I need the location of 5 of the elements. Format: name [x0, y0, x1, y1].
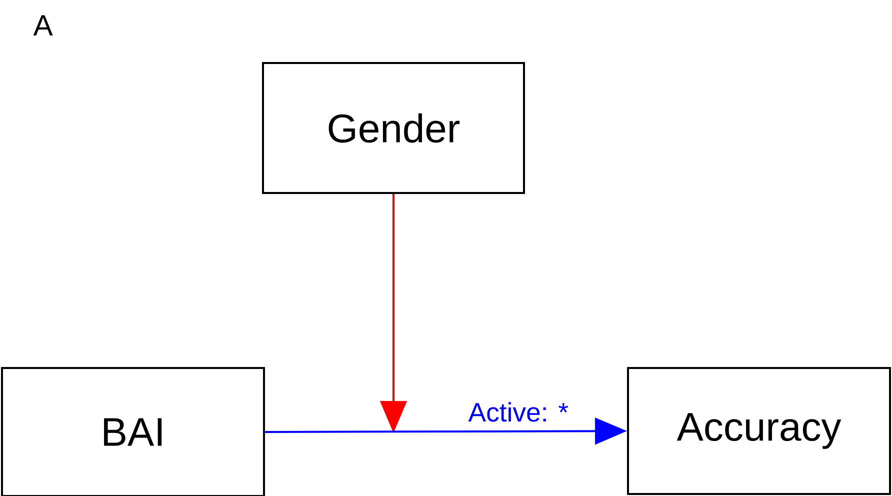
box: Accuracy: [627, 367, 892, 495]
box: BAI: [1, 367, 265, 496]
box: Gender: [262, 62, 525, 194]
panel-letter: A: [33, 15, 53, 36]
edge-label: Active: *: [466, 400, 570, 424]
